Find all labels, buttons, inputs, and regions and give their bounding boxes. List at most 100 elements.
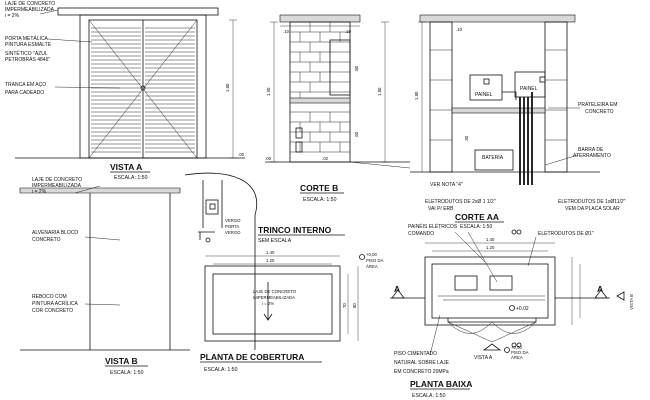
corte-b-opening [329,39,351,96]
corte-aa-dim-height: 1.80 [414,91,419,100]
baixa-inner-wall [431,263,549,319]
planta-cobertura-view: LAJE DE CONCRETO IMPERMEABILIZADA i = 2%… [200,250,384,373]
corte-aa-slab [419,14,576,23]
bateria-box [474,149,514,171]
baixa-level-3: PISO DA [511,350,529,355]
baixa-dim-1: 1.40 [486,237,495,242]
baixa-level-4: ÁREA [511,355,523,360]
vista-a-dim-height: 1.80 [225,83,230,92]
corte-aa-eletro-2: VAI P/ ERB [428,206,454,212]
corte-aa-prateleira-2: CONCRETO [585,109,614,115]
cobertura-dim-h-inner: 70 [342,303,347,308]
baixa-piso-3: EM CONCRETO 20MPa [394,369,449,375]
baixa-outer-wall [424,256,556,326]
slope-arrow-icon [263,282,273,321]
vista-b-view: LAJE DE CONCRETO IMPERMEABILIZADA i = 2%… [19,172,258,376]
cobertura-note-1: LAJE DE CONCRETO [253,289,297,294]
cobertura-scale: ESCALA: 1:50 [204,367,238,373]
vista-a-note-tranca-2: PARA CADEADO [5,90,44,96]
corte-b-dim-base-right: .02 [322,156,329,161]
vista-b-note-laje-2: IMPERMEABILIZADA [32,183,82,189]
vista-a-view: 1.80 .00 LAJE DE CONCRETO IMPERMEABILIZA… [5,1,245,181]
corte-b-dim-low: .60 [354,131,359,138]
corte-b-dim-height-left: 1.90 [266,87,271,96]
cobertura-inner [212,273,333,335]
cut-arrow-right-icon [594,289,608,299]
corte-aa-barra-2: ATERRAMENTO [573,153,611,159]
vista-a-note-porta-3: SINTÉTICO "AZUL [5,50,48,57]
cobertura-dim-inner: 1.20 [266,258,275,263]
vista-b-ref-arrow-icon [616,291,625,301]
cobertura-level-2: PISO DA [366,258,384,263]
baixa-title: PLANTA BAIXA [410,379,472,389]
corte-b-slab [279,14,361,23]
vista-b-walls [89,193,171,350]
baixa-paineis-2: COMANDO [408,231,434,237]
trinco-bolt-icon [205,237,211,243]
baixa-level-icon [509,305,515,311]
corte-aa-barra-1: BARRA DE [578,147,604,153]
vista-a-note-porta-1: PORTA METÁLICA [5,35,49,42]
baixa-cut-a: A [394,284,400,294]
vista-a-louvres [91,27,195,153]
corte-b-shelf [289,97,351,104]
cobertura-note-2: IMPERMEABILIZADA [253,295,295,300]
corte-b-blocks [290,22,350,153]
corte-aa-dim-top: .10 [456,27,463,32]
trinco-scale: SEM ESCALA [258,238,292,244]
baixa-panel-1 [454,275,478,291]
vista-b-note-laje-3: i = 2% [32,189,47,195]
vista-b-title: VISTA B [105,356,138,366]
vista-b-note-reb-3: COR CONCRETO [32,308,73,314]
corte-aa-view: PAINEL PAINEL BATERIA 1.80 .10 .30 PRATE… [410,14,626,223]
vista-a-note-laje-2: IMPERMEABILIZADA [5,7,55,13]
corte-aa-prateleira-1: PRATELEIRA EM [578,102,617,108]
trinco-label-3: VERGO [225,230,241,235]
painel-right-box [514,71,546,98]
vista-b-note-alv-1: ALVENARIA BLOCO [32,230,78,236]
trinco-label-1: VERGO [225,218,241,223]
baixa-scale: ESCALA: 1:50 [412,393,446,399]
vista-a-scale: ESCALA: 1:50 [114,175,148,181]
vista-b-slab [19,187,181,194]
corte-aa-left-wall [429,21,453,173]
corte-b-dim-base: .00 [265,156,272,161]
corte-aa-ver-nota: VER NOTA "4" [430,182,463,188]
cobertura-level-1: +0,00 [366,252,377,257]
trinco-label-2: PORTA [225,224,240,229]
corte-aa-dim-30: .30 [464,135,469,142]
corte-aa-bateria: BATERIA [482,155,504,161]
vista-a-ref-arrow-icon [482,343,502,351]
corte-aa-painel-2: PAINEL [520,86,538,92]
door-swing-left [447,321,493,334]
cobertura-dim-outer: 1.40 [266,250,275,255]
corte-b-dim-mid: .80 [354,65,359,72]
corte-aa-painel-1: PAINEL [475,92,493,98]
vista-b-note-laje-1: LAJE DE CONCRETO [32,177,82,183]
baixa-level-2: +0,00 [511,345,522,350]
conduits [519,92,533,185]
corte-b-dim-height-right: 1.80 [377,87,382,96]
corte-aa-eletro-3: ELETRODUTOS DE 1xØ11/2" [558,199,626,205]
vista-a-slab [57,7,219,16]
door-swing-right [491,321,537,334]
cobertura-outer [204,265,341,342]
baixa-level: +0,02 [516,306,529,312]
cobertura-note-3: i = 2% [262,301,274,306]
corte-aa-title: CORTE AA [455,212,499,222]
baixa-piso-1: PISO CIMENTADO [394,351,437,357]
corte-b-scale: ESCALA: 1:50 [303,197,337,203]
planta-baixa-view: PAINÉIS ELÉTRICOS COMANDO ESCALA: 1:50 E… [390,223,634,399]
vista-b-note-alv-2: CONCRETO [32,237,61,243]
corte-b-title: CORTE B [300,183,338,193]
vista-a-title: VISTA A [110,162,142,172]
baixa-vista-b-ref: VISTA B [629,294,634,310]
corte-aa-shelf [451,107,546,114]
baixa-piso-2: NATURAL SOBRE LAJE [394,360,450,366]
corte-aa-eletro-4: VEM DA PLACA SOLAR [565,206,620,212]
painel-left-box [469,74,503,101]
baixa-dim-2: 1.20 [486,245,495,250]
vista-a-note-porta-4: PETROBRÁS 4846" [5,56,50,63]
vista-b-note-reb-2: PINTURA ACRÍLICA [32,300,79,307]
